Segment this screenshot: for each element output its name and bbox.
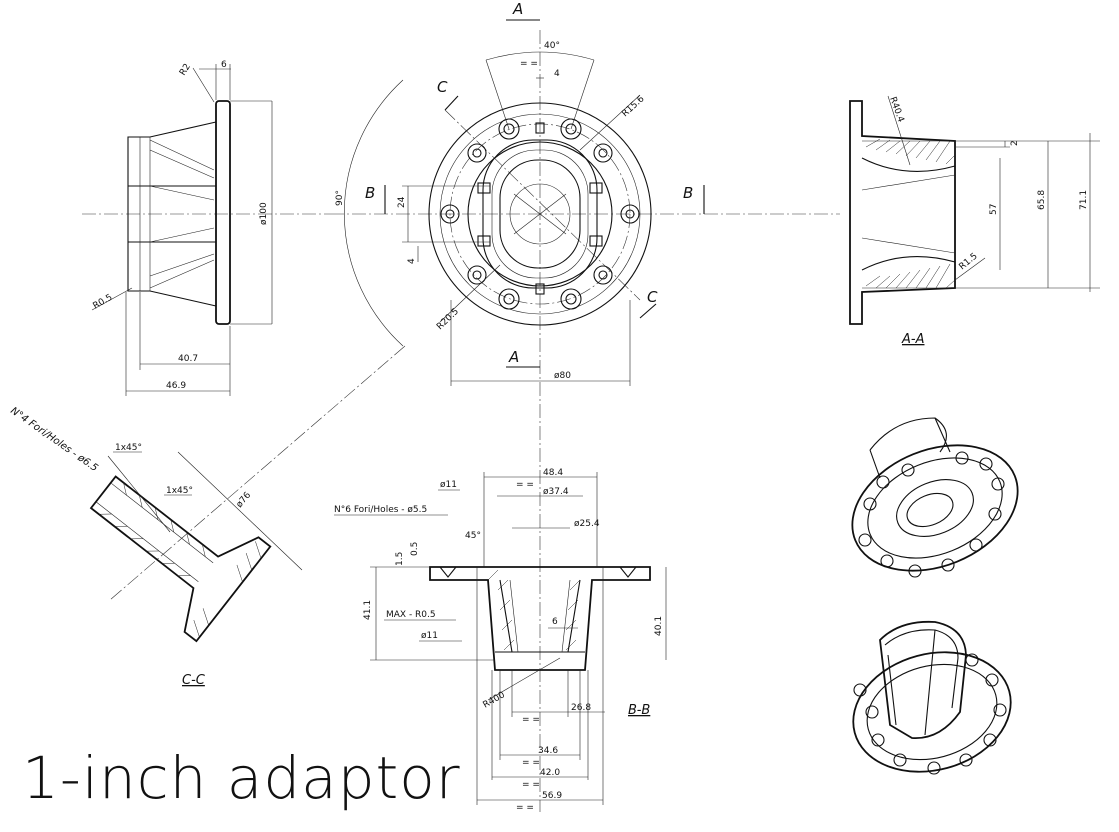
dim-bb-346: 34.6	[538, 746, 558, 756]
dim-bb-6: 6	[552, 617, 558, 627]
dim-aa-658: 65.8	[1037, 190, 1047, 210]
dim-cc-ch2: 1x45°	[166, 486, 193, 496]
section-letter-a-bottom: A	[508, 348, 519, 366]
section-aa-label: A-A	[901, 332, 924, 347]
dim-aa-57: 57	[989, 204, 999, 215]
dim-bb-maxr: MAX - R0.5	[386, 610, 436, 620]
eq-mark-5: = =	[522, 780, 540, 790]
dim-cc-dia76: ø76	[235, 490, 254, 510]
dim-aa-r404: R40.4	[887, 96, 905, 124]
isometric-view-top	[851, 417, 1019, 578]
dim-40-7: 40.7	[178, 354, 198, 364]
side-view: 6 R2 ø100 R0.5 40.7 46.9	[82, 60, 330, 396]
dim-bb-569: 56.9	[542, 791, 562, 801]
dim-dia80: ø80	[554, 371, 571, 381]
dim-aa-711: 71.1	[1079, 190, 1089, 210]
section-cc-label: C-C	[182, 673, 206, 688]
dim-aa-2: 2	[1010, 140, 1020, 146]
dim-bb-dia11a: ø11	[440, 480, 457, 490]
bolt-holes	[440, 118, 640, 310]
eq-mark-6: = =	[516, 803, 534, 813]
dim-46-9: 46.9	[166, 381, 186, 391]
dim-6: 6	[221, 60, 227, 70]
dim-bb-420: 42.0	[540, 768, 560, 778]
dim-bb-h15: 1.5	[395, 552, 405, 566]
dim-bb-484: 48.4	[543, 468, 563, 478]
dim-bb-h411: 41.1	[363, 600, 373, 620]
dim-r2: R2	[178, 62, 193, 77]
dim-aa-r15: R1.5	[958, 251, 980, 272]
dim-cc-ch1: 1x45°	[115, 443, 142, 453]
dim-h24: 24	[397, 196, 407, 208]
dim-bb-dia374: ø37.4	[543, 487, 569, 497]
section-letter-b-right: B	[683, 184, 693, 202]
section-letter-a-top: A	[512, 0, 523, 18]
dim-dia100: ø100	[259, 202, 269, 225]
dim-bb-268: 26.8	[571, 703, 591, 713]
dim-h4: 4	[407, 258, 417, 264]
dim-r205: R20.5	[435, 307, 461, 332]
section-letter-c-top: C	[437, 78, 448, 96]
eq-mark-1: = =	[520, 59, 538, 69]
dim-cc-holes: N°4 Fori/Holes - ø6.5	[8, 405, 99, 474]
eq-mark-3: = =	[522, 715, 540, 725]
section-letter-b-left: B	[365, 184, 375, 202]
dim-r05: R0.5	[92, 293, 115, 312]
eq-mark-2: = =	[516, 480, 534, 490]
dim-bb-holes: N°6 Fori/Holes - ø5.5	[334, 505, 427, 515]
eq-mark-4: = =	[522, 758, 540, 768]
dim-ang90: 90°	[335, 190, 345, 206]
section-bb: 48.4 = = ø37.4 ø25.4 ø11 N°6 Fori/Holes …	[334, 468, 667, 813]
isometric-view-bottom	[852, 620, 1012, 775]
section-aa: 2 57 65.8 71.1 R40.4 R1.5 A-A	[849, 96, 1100, 347]
dim-bb-ang45: 45°	[465, 531, 481, 541]
section-letter-c-bottom: C	[647, 288, 658, 306]
section-bb-label: B-B	[628, 703, 650, 718]
dim-bb-h05: 0.5	[410, 542, 420, 556]
dim-bb-dia254: ø25.4	[574, 519, 600, 529]
dim-w4: 4	[554, 69, 560, 79]
front-view: 40° 4 = = R15.6 90° 24 4 R20.5 ø80 A A B…	[109, 0, 840, 812]
dim-bb-r400: R400	[482, 690, 508, 711]
dim-ang40: 40°	[544, 41, 560, 51]
drawing-title: 1-inch adaptor	[22, 744, 461, 812]
dim-bb-dia11b: ø11	[421, 631, 438, 641]
dim-bb-h401: 40.1	[654, 616, 664, 636]
dim-r156: R15.6	[620, 94, 646, 119]
section-cc: N°4 Fori/Holes - ø6.5 1x45° 1x45° ø76 C-…	[8, 405, 303, 688]
